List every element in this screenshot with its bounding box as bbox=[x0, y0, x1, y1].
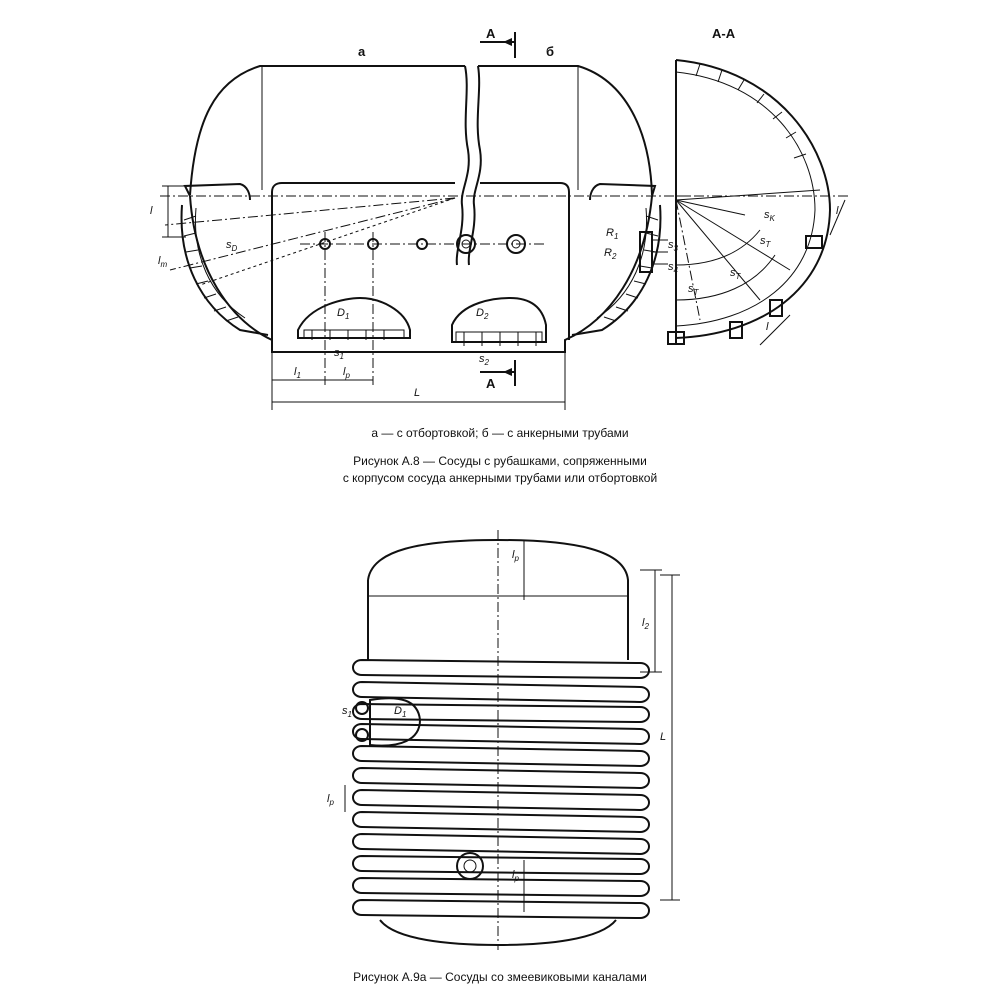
dim-r1: R1 bbox=[606, 227, 618, 241]
right-jacket-inner bbox=[596, 207, 648, 319]
dim-s2: s2 bbox=[479, 353, 490, 367]
section-anchor-tubes bbox=[667, 235, 823, 345]
section-dims bbox=[759, 199, 846, 346]
figure-a8-caption-line1: Рисунок А.8 — Сосуды с рубашками, сопряж… bbox=[353, 454, 647, 468]
figure-a8-drawing bbox=[160, 32, 848, 410]
left-channel-hatch bbox=[183, 215, 239, 322]
dim-s-t-3: sT bbox=[688, 283, 700, 297]
dim-l1: l1 bbox=[294, 366, 301, 380]
label-section-a-bottom: А bbox=[486, 376, 496, 391]
section-inner-arc bbox=[675, 71, 816, 327]
dim-r2: R2 bbox=[604, 247, 617, 261]
dimension-lines bbox=[162, 185, 566, 410]
label-part-a: а bbox=[358, 44, 366, 59]
dim-s1: s1 bbox=[334, 347, 344, 361]
dim-s-k: sK bbox=[764, 209, 776, 223]
dim-s1-9a: s1 bbox=[342, 705, 352, 719]
dim-lr-top: lр bbox=[512, 549, 519, 563]
section-a-a-view bbox=[639, 59, 848, 346]
figure-a8-caption-line2: с корпусом сосуда анкерными трубами или … bbox=[342, 471, 658, 485]
jacket-left-top bbox=[183, 182, 251, 201]
jacket-body bbox=[271, 182, 570, 352]
left-jacket-inner bbox=[194, 207, 246, 319]
dim-lp: lp bbox=[343, 366, 350, 380]
label-section-a-top: А bbox=[486, 26, 496, 41]
dim-D1-9a: D1 bbox=[394, 705, 406, 719]
section-radial-lines bbox=[675, 189, 821, 321]
figure-a9a-labels: lр l2 L s1 D1 lр lр bbox=[327, 549, 666, 883]
figure-a8-labels: а б А А А-А l sD lт D1 D2 s1 s2 l1 lp L … bbox=[150, 26, 839, 399]
dim-s-t-2: sT bbox=[730, 267, 742, 281]
dim-l-section-2: l bbox=[766, 321, 769, 333]
dim-s3: s3 bbox=[668, 239, 679, 253]
dim-lr-bottom: lр bbox=[512, 869, 519, 883]
dim-s4: s4 bbox=[668, 261, 679, 275]
bottom-nozzle bbox=[456, 852, 484, 880]
dim-l2: l2 bbox=[642, 617, 649, 631]
section-hatching bbox=[695, 63, 807, 159]
nozzle-d1-circles bbox=[355, 701, 369, 742]
jacket-right-top bbox=[589, 182, 657, 201]
shell-outline bbox=[189, 65, 653, 196]
vertical-dims bbox=[344, 540, 680, 912]
section-flange bbox=[639, 231, 668, 273]
nozzle-bolts bbox=[303, 329, 543, 346]
figure-a8-legend: а — с отбортовкой; б — с анкерными труба… bbox=[371, 426, 629, 440]
dim-l-y: l bbox=[150, 205, 153, 217]
dim-s-t-1: sT bbox=[760, 235, 772, 249]
dim-l-t: lт bbox=[158, 255, 167, 269]
figure-a9a-drawing bbox=[344, 530, 680, 950]
dim-L: L bbox=[414, 387, 420, 399]
nozzle-d1 bbox=[369, 697, 422, 747]
section-outer-arc bbox=[675, 59, 832, 339]
section-arrow-bottom bbox=[480, 360, 516, 386]
dim-s-d: sD bbox=[226, 239, 238, 253]
dim-lr-mid: lр bbox=[327, 793, 334, 807]
section-arrow-top bbox=[480, 32, 516, 58]
dim-l-section: l bbox=[836, 205, 839, 217]
radial-construction-lines bbox=[164, 197, 456, 286]
nozzle-panel-d1 bbox=[297, 296, 411, 339]
label-part-b: б bbox=[546, 44, 554, 59]
dim-d2: D2 bbox=[476, 307, 489, 321]
coil-channels bbox=[352, 658, 650, 920]
lower-shell bbox=[189, 195, 653, 353]
nozzle-panel-d2 bbox=[451, 296, 547, 343]
dim-d1: D1 bbox=[337, 307, 349, 321]
dim-L-9a: L bbox=[660, 731, 666, 743]
hole-axes bbox=[324, 232, 374, 385]
label-section-title: А-А bbox=[712, 26, 736, 41]
figure-a9a-caption: Рисунок А.9а — Сосуды со змеевиковыми ка… bbox=[353, 970, 647, 984]
